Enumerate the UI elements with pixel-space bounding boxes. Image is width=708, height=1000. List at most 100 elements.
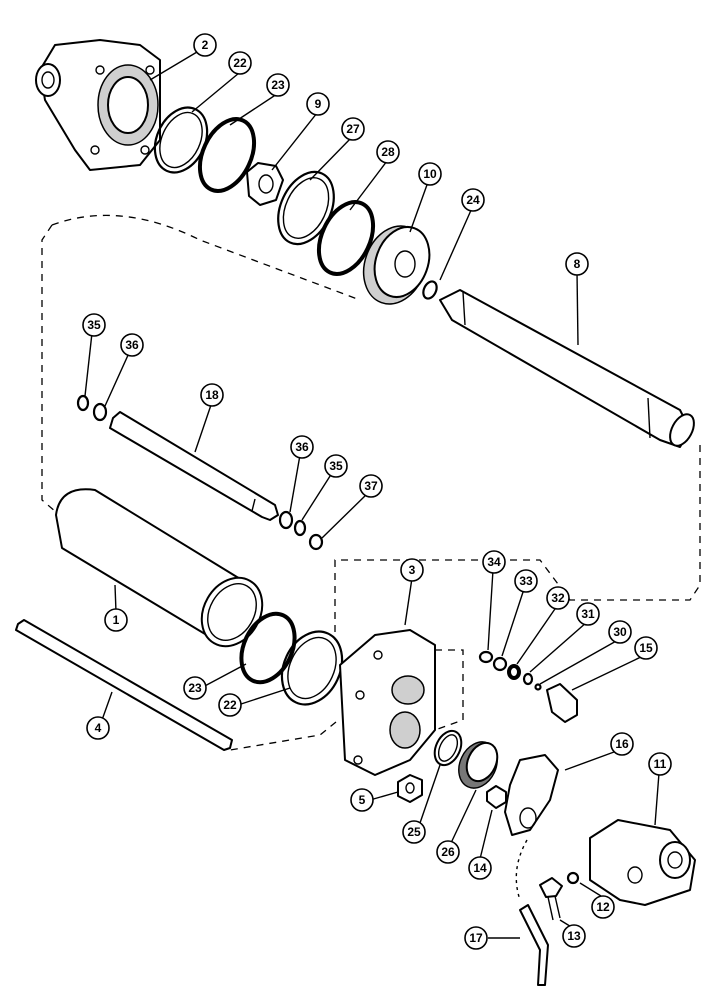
- seal-ring-22-bottom: [280, 630, 344, 706]
- o-ring-23-bottom: [239, 611, 297, 685]
- callout-circle: [104, 608, 128, 632]
- callout-label: 9: [315, 97, 322, 111]
- callout-circle: [634, 636, 658, 660]
- callout-circle: [183, 676, 207, 700]
- callout-circle: [565, 252, 589, 276]
- block-14: [486, 785, 507, 809]
- callout-30: 30: [608, 620, 632, 644]
- o-ring-23-top: [197, 117, 257, 193]
- ball-30: [534, 683, 542, 691]
- callout-36: 36: [120, 333, 144, 357]
- callout-circle: [418, 162, 442, 186]
- seal-32: [507, 664, 521, 680]
- callout-circle: [350, 788, 374, 812]
- washer-34: [478, 650, 494, 664]
- callout-label: 31: [581, 607, 595, 621]
- callout-label: 23: [188, 681, 202, 695]
- assembly-outline: [41, 224, 701, 751]
- callout-23: 23: [266, 73, 290, 97]
- callout-circle: [341, 117, 365, 141]
- washer-36-right: [278, 510, 294, 530]
- callout-label: 28: [381, 145, 395, 159]
- bolt-13: [539, 877, 563, 921]
- callout-22: 22: [228, 51, 252, 75]
- callout-circle: [436, 840, 460, 864]
- callout-23: 23: [183, 676, 207, 700]
- nut-9: [246, 162, 284, 206]
- seal-ring-22-top-inner: [159, 111, 203, 169]
- callout-label: 34: [487, 555, 501, 569]
- clevis-11: [589, 819, 696, 906]
- callout-14: 14: [468, 856, 492, 880]
- callout-label: 35: [329, 459, 343, 473]
- end-cap-clevis: [35, 39, 161, 171]
- callout-label: 27: [346, 122, 360, 136]
- callout-13: 13: [562, 924, 586, 948]
- callout-36: 36: [290, 435, 314, 459]
- callout-circle: [266, 73, 290, 97]
- seal-ring-22-bottom-inner: [287, 636, 337, 700]
- callout-label: 30: [613, 625, 627, 639]
- callout-27: 27: [341, 117, 365, 141]
- callout-label: 25: [407, 825, 421, 839]
- callout-label: 3: [409, 563, 416, 577]
- callout-label: 5: [359, 793, 366, 807]
- ball-12: [566, 871, 580, 885]
- callout-circle: [591, 895, 615, 919]
- callout-8: 8: [565, 252, 589, 276]
- bearing-26: [458, 741, 499, 789]
- callout-circle: [82, 313, 106, 337]
- callout-9: 9: [306, 92, 330, 116]
- callout-circle: [306, 92, 330, 116]
- cylinder-barrel-1: [55, 488, 264, 648]
- callout-37: 37: [359, 474, 383, 498]
- callout-17: 17: [464, 926, 488, 950]
- callout-label: 17: [469, 931, 483, 945]
- o-ring-24: [422, 280, 438, 300]
- callout-label: 2: [202, 38, 209, 52]
- callout-18: 18: [200, 383, 224, 407]
- callout-circle: [482, 550, 506, 574]
- tie-rod-4: [15, 619, 233, 751]
- callout-circle: [200, 383, 224, 407]
- callout-2: 2: [193, 33, 217, 57]
- callout-circle: [218, 693, 242, 717]
- callout-circle: [359, 474, 383, 498]
- callout-3: 3: [400, 558, 424, 582]
- callout-circle: [228, 51, 252, 75]
- callout-35: 35: [82, 313, 106, 337]
- snap-ring-35-left: [76, 394, 90, 412]
- callout-label: 36: [295, 440, 309, 454]
- callout-circle: [562, 924, 586, 948]
- callout-circle: [193, 33, 217, 57]
- callout-label: 18: [205, 388, 219, 402]
- callout-label: 22: [223, 698, 237, 712]
- backup-ring-27-inner: [282, 177, 330, 239]
- callout-circle: [461, 188, 485, 212]
- callout-15: 15: [634, 636, 658, 660]
- grease-line-17: [515, 839, 549, 986]
- callout-label: 13: [567, 929, 581, 943]
- callout-circle: [608, 620, 632, 644]
- callout-12: 12: [591, 895, 615, 919]
- bracket-16: [504, 754, 559, 836]
- bushing-25: [433, 729, 463, 767]
- callout-label: 23: [271, 78, 285, 92]
- callout-label: 14: [473, 861, 487, 875]
- callout-label: 10: [423, 167, 437, 181]
- callout-label: 35: [87, 318, 101, 332]
- callout-22: 22: [218, 693, 242, 717]
- callout-label: 16: [615, 737, 629, 751]
- callout-label: 26: [441, 845, 455, 859]
- plug-15: [546, 683, 578, 723]
- callout-circle: [86, 716, 110, 740]
- callout-circle: [546, 586, 570, 610]
- callout-circle: [290, 435, 314, 459]
- callout-4: 4: [86, 716, 110, 740]
- bushing-25-inner: [437, 734, 459, 762]
- seal-33: [492, 656, 508, 672]
- o-ring-28: [316, 200, 376, 276]
- callout-25: 25: [402, 820, 426, 844]
- callout-5: 5: [350, 788, 374, 812]
- callout-label: 11: [654, 757, 667, 771]
